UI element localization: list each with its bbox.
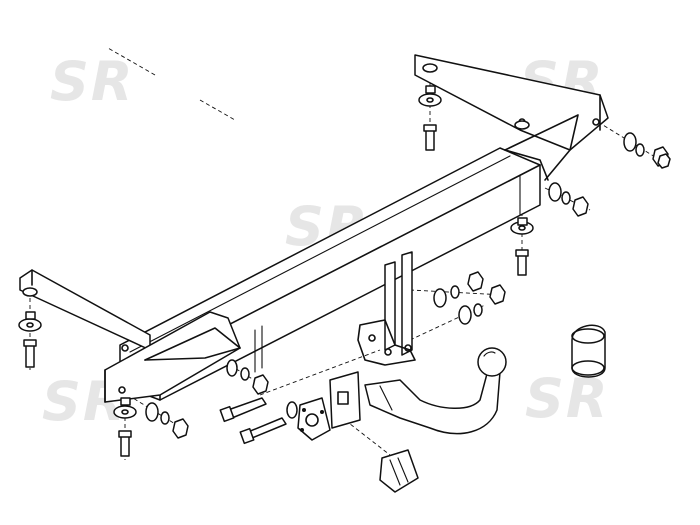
washers — [18, 63, 645, 425]
left-bracket — [19, 269, 241, 403]
watermark-bottom-right: SR — [525, 367, 610, 430]
watermark-top-left: SR — [50, 50, 135, 113]
bolts — [23, 124, 529, 457]
electric-socket — [379, 449, 419, 493]
socket-bracket — [297, 371, 361, 441]
tow-ball-cap — [571, 324, 606, 378]
tow-ball-neck — [364, 347, 507, 435]
neck-plates — [357, 251, 416, 366]
nuts — [25, 85, 671, 439]
right-bracket — [414, 54, 609, 181]
